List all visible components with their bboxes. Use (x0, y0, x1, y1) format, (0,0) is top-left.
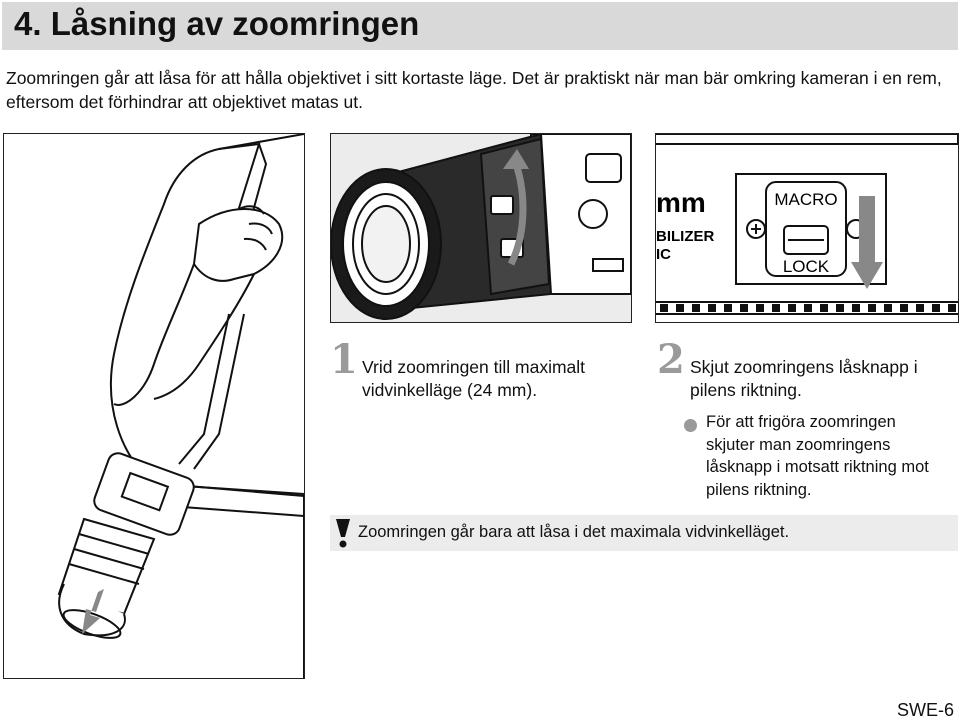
step-2-number: 2 (657, 340, 685, 380)
caution-text: Zoomringen går bara att låsa i det maxim… (358, 523, 789, 542)
page-number: SWE-6 (897, 700, 954, 721)
macro-label: MACRO (774, 190, 837, 209)
strap-illustration (3, 133, 305, 679)
zoom-ring-drawing (331, 134, 631, 322)
title-bar: 4. Låsning av zoomringen (2, 2, 958, 50)
step-1-number: 1 (330, 340, 358, 380)
lock-switch-illustration: mm BILIZER IC MACRO LOCK (655, 133, 959, 323)
bullet-icon (684, 419, 697, 432)
warning-icon (333, 517, 353, 549)
intro-paragraph: Zoomringen går att låsa för att hålla ob… (6, 66, 946, 114)
ridge-pattern (660, 304, 956, 312)
release-note: För att frigöra zoomringen skjuter man z… (706, 411, 946, 501)
lens-closeup-illustration (330, 133, 632, 323)
mm-fragment: mm (656, 187, 706, 218)
lock-switch-drawing: mm BILIZER IC MACRO LOCK (656, 134, 958, 322)
person-with-camera-drawing (4, 134, 304, 678)
page-title: 4. Låsning av zoomringen (14, 5, 419, 43)
step-2-text: Skjut zoomringens låsknapp i pilens rikt… (690, 356, 955, 402)
lock-label: LOCK (783, 257, 830, 276)
step-1-text: Vrid zoomringen till maximalt vidvinkell… (362, 356, 627, 402)
stabilizer-fragment: BILIZER (656, 228, 714, 245)
ic-fragment: IC (656, 246, 671, 263)
